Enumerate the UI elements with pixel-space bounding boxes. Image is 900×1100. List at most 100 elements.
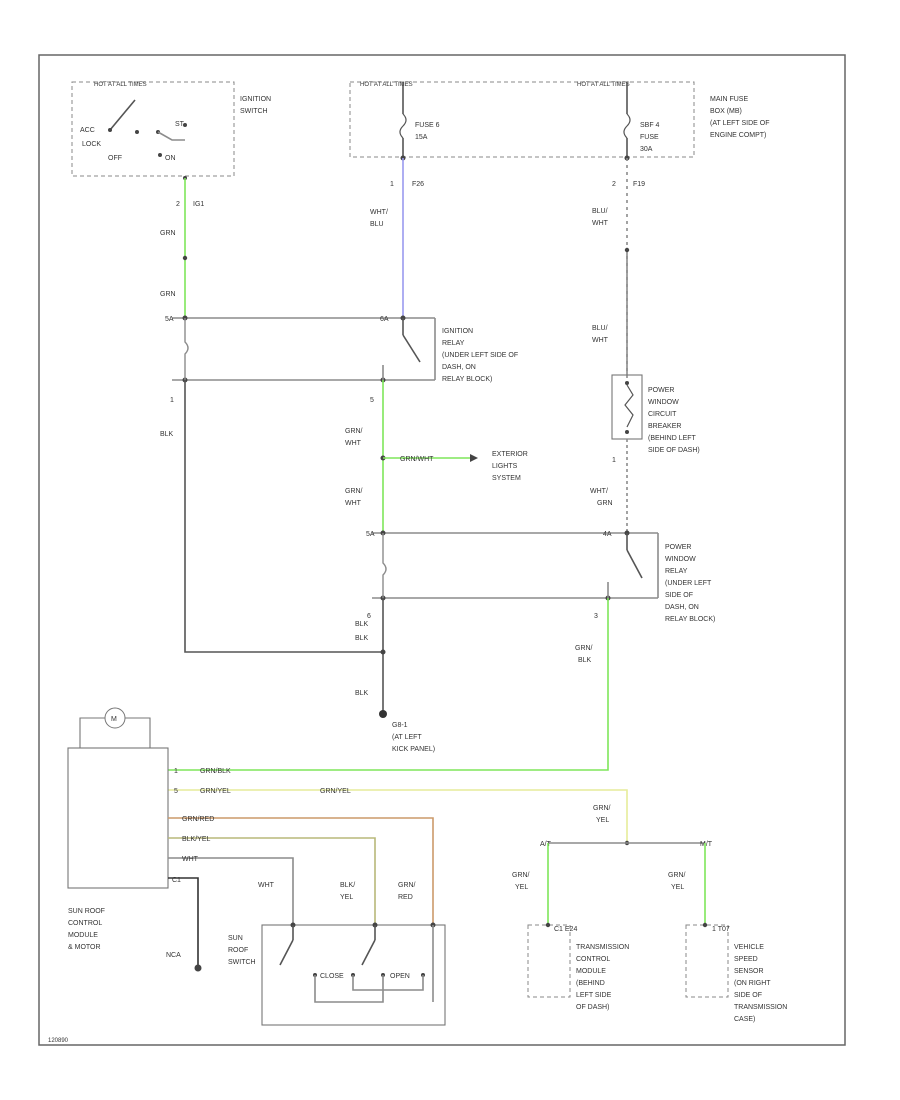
motor-icon [104,707,126,729]
svg-text:OF DASH): OF DASH) [576,1004,609,1011]
svg-text:LOCK: LOCK [82,141,101,148]
svg-text:BLU/: BLU/ [592,325,608,332]
ground-label: G8-1 (AT LEFT KICK PANEL) [392,722,435,753]
svg-text:GRN/BLK: GRN/BLK [200,768,231,775]
svg-text:HOT AT ALL TIMES: HOT AT ALL TIMES [577,82,630,88]
svg-text:IG1: IG1 [193,201,204,208]
svg-text:GRN/: GRN/ [398,882,416,889]
svg-text:BLK: BLK [578,657,592,664]
wire-blk-nca [168,877,199,968]
power-window-circuit-breaker: POWER WINDOW CIRCUIT BREAKER (BEHIND LEF… [611,374,700,464]
svg-text:GRN: GRN [160,291,176,298]
ignition-relay: 5A 6A 1 5 IGNITION RELAY (UNDER LEFT SID… [165,315,518,404]
svg-text:BREAKER: BREAKER [648,423,681,430]
svg-text:RELAY: RELAY [665,568,688,575]
svg-text:ACC: ACC [80,127,95,134]
svg-text:ENGINE COMPT): ENGINE COMPT) [710,132,766,139]
svg-text:CONTROL: CONTROL [576,956,610,963]
svg-text:HOT AT ALL TIMES: HOT AT ALL TIMES [94,82,147,88]
svg-text:6A: 6A [380,316,389,323]
svg-text:NCA: NCA [166,952,181,959]
svg-text:G8-1: G8-1 [392,722,408,729]
svg-text:SUN ROOF: SUN ROOF [68,908,105,915]
svg-text:GRN/WHT: GRN/WHT [400,456,434,463]
svg-text:BLK/YEL: BLK/YEL [182,836,211,843]
svg-text:GRN/YEL: GRN/YEL [200,788,231,795]
svg-text:IGNITION: IGNITION [240,96,271,103]
diagram-frame [38,54,846,1046]
svg-text:YEL: YEL [340,894,353,901]
svg-text:CONTROL: CONTROL [68,920,102,927]
svg-text:SYSTEM: SYSTEM [492,475,521,482]
svg-text:C1: C1 [172,877,181,884]
svg-text:EXTERIOR: EXTERIOR [492,451,528,458]
svg-text:BLK/: BLK/ [340,882,355,889]
svg-text:GRN/: GRN/ [668,872,686,879]
svg-text:GRN/RED: GRN/RED [182,816,214,823]
svg-text:HOT AT ALL TIMES: HOT AT ALL TIMES [360,82,413,88]
svg-text:POWER: POWER [648,387,674,394]
svg-text:WHT: WHT [592,220,609,227]
wire-grn-red [168,817,434,925]
svg-text:WHT: WHT [592,337,609,344]
svg-text:TRANSMISSION: TRANSMISSION [734,1004,787,1011]
svg-text:BLK: BLK [355,690,369,697]
svg-text:M/T: M/T [700,841,713,848]
svg-text:MAIN FUSE: MAIN FUSE [710,96,748,103]
sunroof-switch: SUN ROOF SWITCH CLOSE OPEN [228,922,446,1026]
svg-text:& MOTOR: & MOTOR [68,944,101,951]
transmission-control-module: C1 E24 TRANSMISSION CONTROL MODULE (BEHI… [527,922,629,1011]
svg-text:F19: F19 [633,181,645,188]
svg-text:CIRCUIT: CIRCUIT [648,411,677,418]
svg-text:4A: 4A [603,531,612,538]
svg-text:SIDE OF: SIDE OF [665,592,693,599]
svg-text:RELAY BLOCK): RELAY BLOCK) [442,376,492,383]
svg-text:TRANSMISSION: TRANSMISSION [576,944,629,951]
svg-text:15A: 15A [415,134,428,141]
svg-text:2: 2 [612,181,616,188]
diagram-code: 120890 [48,1038,69,1044]
svg-text:RELAY: RELAY [442,340,465,347]
svg-text:BLU: BLU [370,221,384,228]
svg-text:YEL: YEL [596,817,609,824]
vehicle-speed-sensor: 1 T07 VEHICLE SPEED SENSOR (ON RIGHT SID… [685,922,787,1023]
ignition-switch: HOT AT ALL TIMES IGNITION SWITCH ACC LOC… [71,81,271,208]
exterior-lights-label: EXTERIOR LIGHTS SYSTEM [492,451,528,482]
svg-text:WINDOW: WINDOW [665,556,696,563]
svg-text:LEFT SIDE: LEFT SIDE [576,992,612,999]
svg-text:MODULE: MODULE [68,932,98,939]
svg-text:GRN/: GRN/ [345,488,363,495]
svg-text:(AT LEFT SIDE OF: (AT LEFT SIDE OF [710,120,770,127]
svg-text:MODULE: MODULE [576,968,606,975]
svg-text:WINDOW: WINDOW [648,399,679,406]
svg-text:SWITCH: SWITCH [240,108,268,115]
svg-text:5: 5 [370,397,374,404]
svg-text:DASH, ON: DASH, ON [665,604,699,611]
svg-text:DASH, ON: DASH, ON [442,364,476,371]
svg-text:1: 1 [174,768,178,775]
svg-text:WHT: WHT [258,882,275,889]
svg-text:GRN: GRN [597,500,613,507]
svg-text:VEHICLE: VEHICLE [734,944,764,951]
svg-text:(BEHIND: (BEHIND [576,980,605,987]
svg-text:ROOF: ROOF [228,947,248,954]
wire-grn-yel [168,789,628,843]
svg-text:OPEN: OPEN [390,973,410,980]
svg-text:RED: RED [398,894,413,901]
svg-text:YEL: YEL [671,884,684,891]
svg-text:GRN/YEL: GRN/YEL [320,788,351,795]
svg-text:6: 6 [367,613,371,620]
svg-text:(AT LEFT: (AT LEFT [392,734,422,741]
svg-text:ST: ST [175,121,185,128]
svg-text:WHT/: WHT/ [590,488,608,495]
svg-text:3: 3 [594,613,598,620]
svg-text:(ON RIGHT: (ON RIGHT [734,980,771,987]
svg-text:SENSOR: SENSOR [734,968,764,975]
svg-text:SPEED: SPEED [734,956,758,963]
svg-text:WHT: WHT [182,856,199,863]
svg-text:SIDE OF: SIDE OF [734,992,762,999]
svg-text:5A: 5A [366,531,375,538]
svg-text:(BEHIND LEFT: (BEHIND LEFT [648,435,697,442]
svg-text:CASE): CASE) [734,1016,755,1023]
